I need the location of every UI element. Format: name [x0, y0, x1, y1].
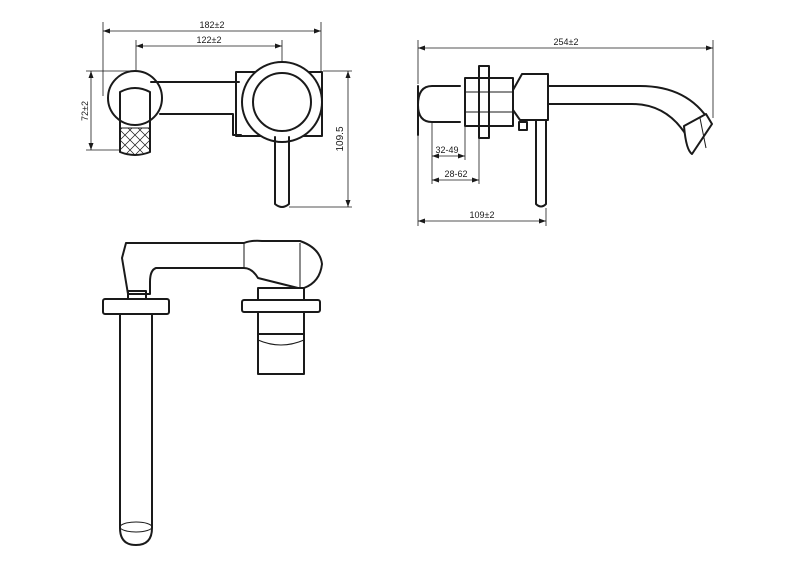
mixer-handle — [274, 136, 290, 208]
dim-28-62-label: 28-62 — [444, 169, 467, 179]
left-rosette — [107, 70, 163, 126]
dim-109-label: 109±2 — [470, 210, 495, 220]
dim-254: 254±2 — [417, 37, 714, 118]
side-wall-body — [417, 85, 461, 123]
top-right-collar — [257, 287, 305, 301]
top-right-curve — [257, 339, 305, 346]
front-arm — [150, 81, 242, 136]
dim-254-label: 254±2 — [554, 37, 579, 47]
dim-182: 182±2 — [102, 20, 322, 96]
dim-122-label: 122±2 — [197, 35, 222, 45]
top-left-flange — [102, 298, 170, 315]
dim-28-62: 28-62 — [432, 138, 480, 184]
side-set-screw — [518, 121, 528, 131]
spout-tip — [683, 113, 713, 155]
mixer-body — [252, 72, 312, 132]
spout-bottom — [547, 103, 689, 139]
top-right-cartridge — [257, 311, 305, 335]
dim-122: 122±2 — [135, 35, 283, 70]
top-long-spout — [119, 313, 153, 546]
side-flange-plate — [478, 65, 490, 139]
front-view: 182±2 122±2 72±2 109.5 — [80, 20, 352, 208]
top-left-collar — [127, 290, 147, 300]
dim-72-label: 72±2 — [80, 101, 90, 121]
dim-32-49-label: 32-49 — [435, 145, 458, 155]
top-right-body — [257, 333, 305, 375]
top-spout-tip — [119, 521, 153, 533]
side-handle-block — [512, 73, 549, 121]
dim-109: 109±2 — [417, 135, 547, 226]
side-handle-lever — [535, 119, 547, 208]
top-body — [121, 239, 323, 295]
dim-109-5: 109.5 — [289, 70, 352, 208]
dim-32-49: 32-49 — [431, 122, 466, 184]
top-view — [102, 239, 323, 546]
dim-109-5-label: 109.5 — [335, 126, 346, 151]
knurl-pattern — [120, 128, 150, 155]
side-view: 254±2 32-49 28-62 109±2 — [417, 37, 714, 226]
dim-72: 72±2 — [80, 70, 135, 151]
top-right-flange — [241, 299, 321, 313]
dim-182-label: 182±2 — [200, 20, 225, 30]
